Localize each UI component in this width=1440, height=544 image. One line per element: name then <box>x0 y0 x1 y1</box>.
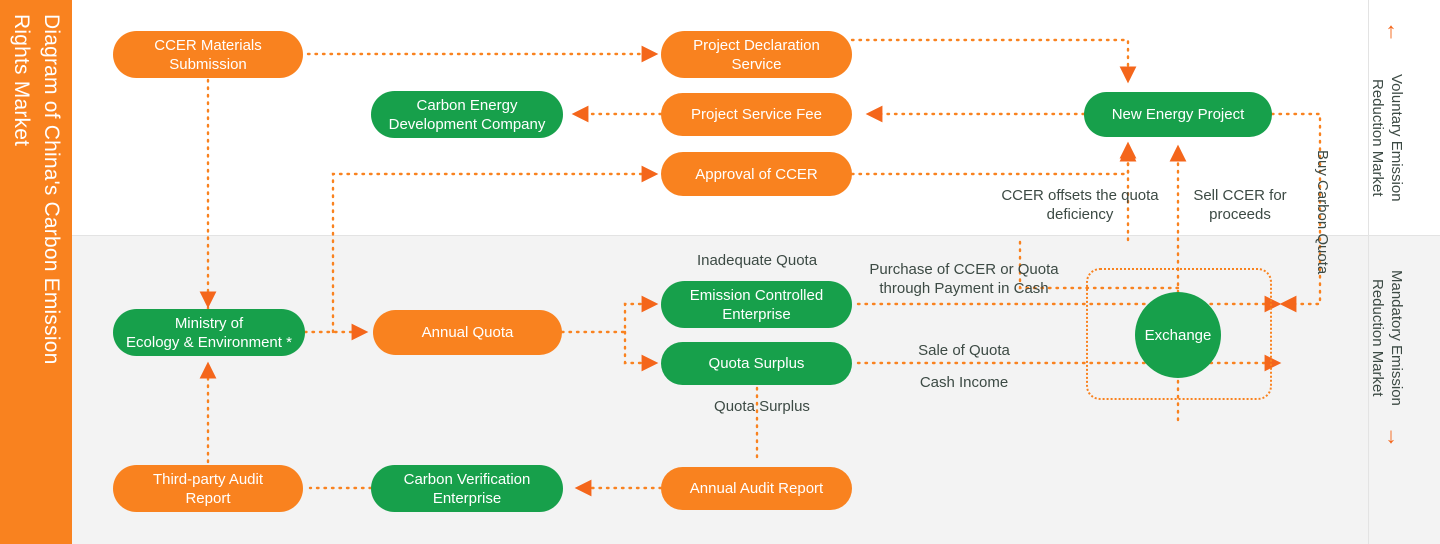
label-quota-surplus: Quota Surplus <box>714 398 810 415</box>
node-approval-of-ccer[interactable]: Approval of CCER <box>661 152 852 196</box>
node-new-energy-project[interactable]: New Energy Project <box>1084 92 1272 137</box>
node-third-party-audit-report[interactable]: Third-party Audit Report <box>113 465 303 512</box>
node-ccer-materials-submission[interactable]: CCER Materials Submission <box>113 31 303 78</box>
label-purchase-of-ccer-or-quota: Purchase of CCER or Quota through Paymen… <box>869 261 1059 297</box>
node-carbon-energy-development-company[interactable]: Carbon Energy Development Company <box>371 91 563 138</box>
node-carbon-verification-enterprise[interactable]: Carbon Verification Enterprise <box>371 465 563 512</box>
node-annual-audit-report[interactable]: Annual Audit Report <box>661 467 852 510</box>
exchange-container <box>1086 268 1272 400</box>
node-exchange[interactable]: Exchange <box>1135 292 1221 378</box>
arrow-down-icon: ↓ <box>1385 423 1397 448</box>
mandatory-market-label: Mandatory Emission Reduction Market <box>1369 270 1405 406</box>
voluntary-market-label: Voluntary Emission Reduction Market <box>1369 74 1405 202</box>
label-sell-ccer-for-proceeds: Sell CCER for proceeds <box>1193 187 1287 223</box>
title-sidebar: Diagram of China's Carbon Emission Right… <box>0 0 72 544</box>
node-emission-controlled-enterprise[interactable]: Emission Controlled Enterprise <box>661 281 852 328</box>
label-cash-income: Cash Income <box>919 374 1009 391</box>
label-buy-carbon-quota: Buy Carbon Quota <box>1314 150 1331 275</box>
label-inadequate-quota: Inadequate Quota <box>696 252 818 269</box>
label-sale-of-quota: Sale of Quota <box>918 342 1010 359</box>
right-divider <box>1368 0 1369 544</box>
node-ministry-of-ecology-environment[interactable]: Ministry of Ecology & Environment * <box>113 309 305 356</box>
node-project-declaration-service[interactable]: Project Declaration Service <box>661 31 852 78</box>
node-annual-quota[interactable]: Annual Quota <box>373 310 562 355</box>
node-project-service-fee[interactable]: Project Service Fee <box>661 93 852 136</box>
diagram-title: Diagram of China's Carbon Emission Right… <box>10 14 63 365</box>
node-quota-surplus[interactable]: Quota Surplus <box>661 342 852 385</box>
arrow-up-icon: ↑ <box>1385 18 1397 43</box>
label-ccer-offsets-the-quota-deficiency: CCER offsets the quota deficiency <box>1001 187 1159 223</box>
